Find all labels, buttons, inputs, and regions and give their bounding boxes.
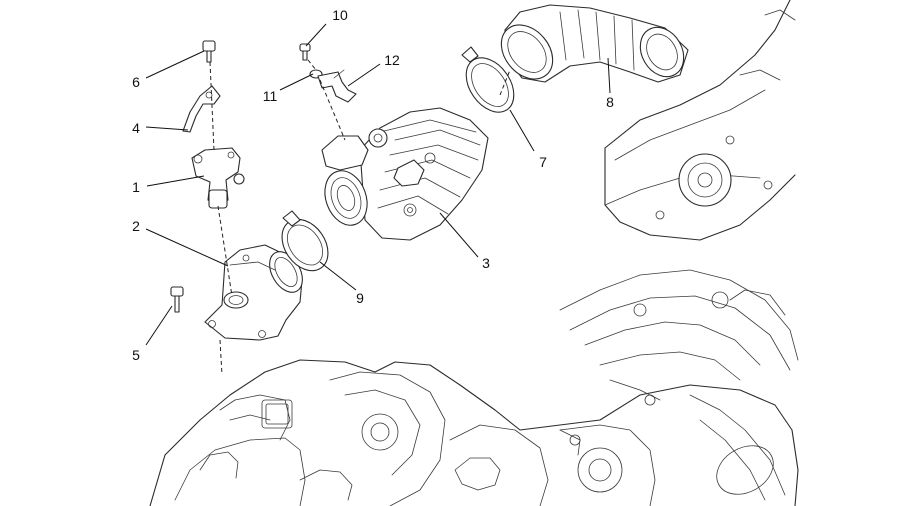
callout-5: 5 bbox=[132, 347, 140, 363]
transmission-housing bbox=[604, 0, 796, 241]
callout-4: 4 bbox=[132, 120, 140, 136]
callout-8: 8 bbox=[606, 94, 614, 110]
callout-1: 1 bbox=[132, 179, 140, 195]
sensor-part bbox=[191, 147, 245, 209]
hose-clamp-7 bbox=[461, 46, 515, 113]
bracket-part bbox=[182, 85, 221, 133]
callout-12: 12 bbox=[384, 52, 400, 68]
intake-hose bbox=[500, 4, 689, 83]
callout-7: 7 bbox=[539, 154, 547, 170]
hose-clamp-9 bbox=[281, 210, 329, 272]
bolt-6 bbox=[202, 40, 216, 63]
callout-9: 9 bbox=[356, 290, 364, 306]
throttle-body bbox=[321, 107, 489, 241]
screw-10 bbox=[299, 43, 311, 61]
callout-2: 2 bbox=[132, 218, 140, 234]
bolt-5 bbox=[170, 286, 184, 313]
clip-part bbox=[317, 69, 357, 103]
callout-11: 11 bbox=[263, 88, 278, 104]
leader-lines bbox=[145, 23, 611, 346]
callout-3: 3 bbox=[482, 255, 490, 271]
callout-10: 10 bbox=[332, 7, 348, 23]
callout-labels: 1 2 3 4 5 6 7 8 9 10 11 12 bbox=[132, 7, 614, 363]
callout-6: 6 bbox=[132, 74, 140, 90]
assembly-lines bbox=[209, 59, 511, 376]
engine-block bbox=[149, 269, 799, 506]
